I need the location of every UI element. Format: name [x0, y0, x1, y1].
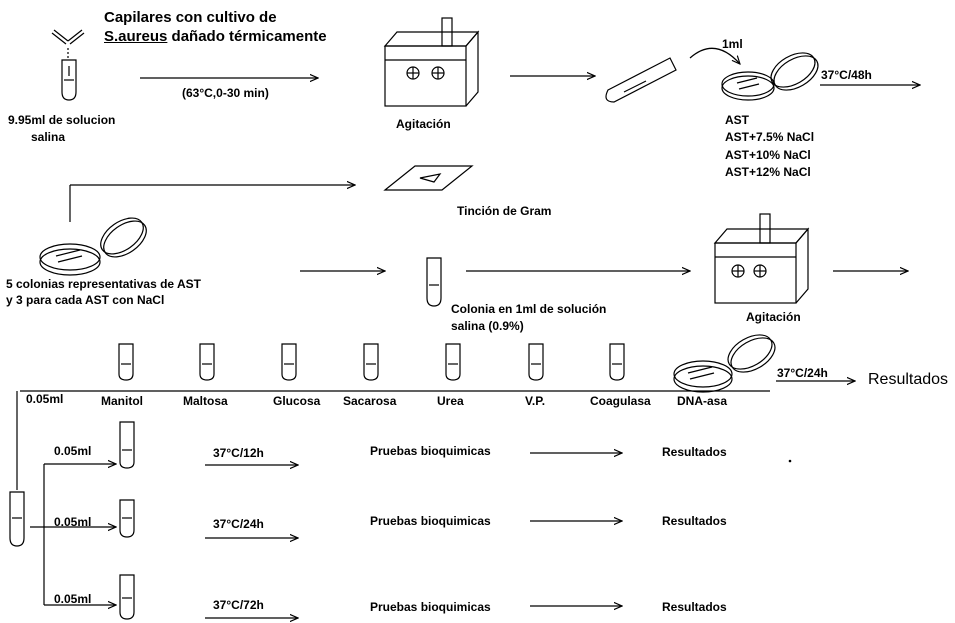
- test-sacarosa-label: Sacarosa: [343, 394, 397, 408]
- test-vp-label: V.P.: [525, 394, 546, 408]
- petri-lid-colonies-icon: [100, 217, 147, 258]
- test-tube-sacarosa: [363, 343, 379, 381]
- test-glucosa-label: Glucosa: [273, 394, 321, 408]
- tube-12h-icon: [119, 421, 135, 469]
- source-tube-icon: [9, 491, 25, 547]
- organism-name: S.aureus: [104, 28, 168, 45]
- capillaries-icon: [51, 29, 85, 58]
- media-ast-10-nacl: AST+10% NaCl: [725, 148, 811, 162]
- transfer-volume-label: 1ml: [722, 37, 743, 51]
- media-ast-12-nacl: AST+12% NaCl: [725, 165, 811, 179]
- media-ast-7-5-nacl: AST+7.5% NaCl: [725, 130, 815, 144]
- test-maltosa-label: Maltosa: [183, 394, 228, 408]
- test-tube-maltosa: [199, 343, 215, 381]
- saline-label-line1: 9.95ml de solucion: [8, 113, 116, 127]
- branch-2-incubation: 37°C/24h: [213, 517, 264, 531]
- saline-tube-icon: [61, 59, 77, 101]
- colonies-label-line2: y 3 para cada AST con NaCl: [6, 293, 165, 307]
- tilted-tube-icon: [605, 57, 677, 103]
- test-tube-coagulasa: [609, 343, 625, 381]
- slide-icon: [383, 165, 474, 191]
- tube-72h-icon: [119, 574, 135, 620]
- test-tube-manitol: [118, 343, 134, 381]
- petri-lid-icon: [770, 52, 819, 91]
- colonies-label-line1: 5 colonias representativas de AST: [6, 277, 201, 291]
- media-ast: AST: [725, 113, 749, 127]
- colony-saline-line1: Colonia en 1ml de solución: [451, 302, 607, 316]
- saline-label-line2: salina: [31, 130, 66, 144]
- test-dnasa-label: DNA-asa: [677, 394, 728, 408]
- tests-results-label: Resultados: [868, 371, 949, 388]
- capillary-label-line2: S.aureus dañado térmicamente: [104, 28, 327, 45]
- tube-24h-icon: [119, 499, 135, 538]
- test-urea-label: Urea: [437, 394, 464, 408]
- petri-dish-dnasa-icon: [673, 360, 733, 393]
- shaker-icon: [383, 17, 480, 107]
- capillary-label-line1: Capilares con cultivo de: [104, 9, 277, 26]
- branch-3-tests: Pruebas bioquimicas: [370, 600, 491, 614]
- test-tube-vp: [528, 343, 544, 381]
- capillary-label-rest: dañado térmicamente: [167, 28, 327, 45]
- test-tube-glucosa: [281, 343, 297, 381]
- branch-2-tests: Pruebas bioquimicas: [370, 514, 491, 528]
- heat-condition-label: (63°C,0-30 min): [182, 86, 269, 100]
- branch-1-volume: 0.05ml: [54, 444, 92, 458]
- test-manitol-label: Manitol: [101, 394, 143, 408]
- gram-stain-label: Tinción de Gram: [457, 204, 552, 218]
- petri-dish-icon: [721, 71, 775, 101]
- test-tube-urea: [445, 343, 461, 381]
- branch-3-volume: 0.05ml: [54, 592, 92, 606]
- agitation-label-1: Agitación: [396, 117, 451, 131]
- shaker-2-icon: [713, 213, 810, 304]
- branch-3-incubation: 37°C/72h: [213, 598, 264, 612]
- colony-saline-line2: salina (0.9%): [451, 319, 524, 333]
- petri-dish-colonies-icon: [39, 243, 101, 276]
- incubation-48h-label: 37°C/48h: [821, 68, 872, 82]
- branch-1-results: Resultados: [662, 445, 727, 459]
- test-coagulasa-label: Coagulasa: [590, 394, 651, 408]
- branch-1-tests: Pruebas bioquimicas: [370, 444, 491, 458]
- colony-tube-icon: [426, 257, 442, 307]
- tests-incubation-label: 37°C/24h: [777, 366, 828, 380]
- tests-volume-label: 0.05ml: [26, 392, 64, 406]
- branch-3-results: Resultados: [662, 600, 727, 614]
- branch-2-results: Resultados: [662, 514, 727, 528]
- branch-2-volume: 0.05ml: [54, 515, 92, 529]
- petri-lid-dnasa-icon: [727, 334, 776, 373]
- agitation-label-2: Agitación: [746, 310, 801, 324]
- branch-1-incubation: 37°C/12h: [213, 446, 264, 460]
